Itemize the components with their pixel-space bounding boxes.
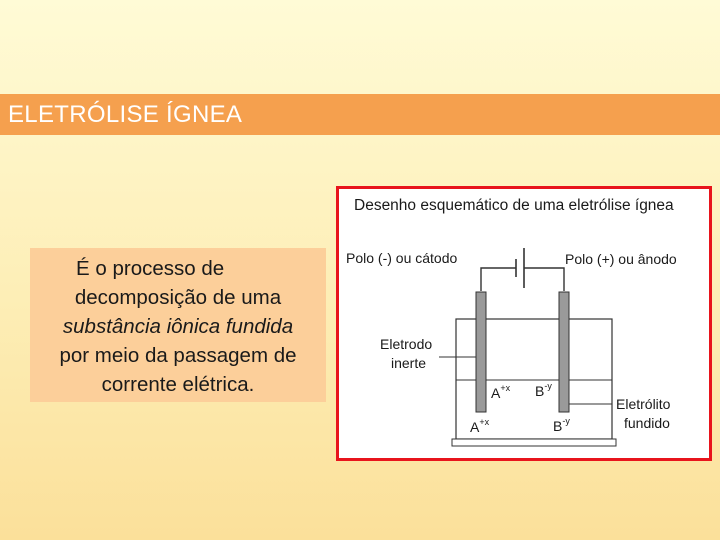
- electrode-label-line-1: Eletrodo: [380, 336, 432, 352]
- definition-text: É o processo de decomposição de uma subs…: [30, 254, 326, 399]
- diagram-caption: Desenho esquemático de uma eletrólise íg…: [354, 197, 674, 214]
- diagram-svg: Desenho esquemático de uma eletrólise íg…: [336, 186, 712, 461]
- battery-circuit: [480, 248, 565, 291]
- title-bar: ELETRÓLISE ÍGNEA: [0, 94, 720, 135]
- definition-line-2: decomposição de uma: [74, 286, 282, 309]
- definition-box: É o processo de decomposição de uma subs…: [30, 248, 326, 402]
- anode-label: Polo (+) ou ânodo: [565, 251, 677, 267]
- wire-cathode: [480, 267, 516, 291]
- anion-lower: B-y: [553, 416, 570, 434]
- electrolysis-diagram: Desenho esquemático de uma eletrólise íg…: [336, 186, 712, 461]
- definition-line-3: substância iônica fundida: [30, 312, 326, 341]
- slide-title: ELETRÓLISE ÍGNEA: [8, 101, 243, 128]
- definition-line-5: corrente elétrica.: [101, 373, 255, 396]
- definition-line-1: É o processo de: [76, 257, 225, 280]
- electrolyte-label-line-2: fundido: [624, 415, 670, 431]
- cathode-label: Polo (-) ou cátodo: [346, 250, 457, 266]
- cation-lower: A+x: [470, 417, 490, 435]
- anode-electrode: [558, 291, 570, 413]
- cell-base: [451, 438, 617, 447]
- anion-upper: B-y: [535, 381, 552, 399]
- electrolyte-label-line-1: Eletrólito: [616, 396, 671, 412]
- cation-upper: A+x: [491, 383, 511, 401]
- electrode-label-line-2: inerte: [391, 355, 426, 371]
- cathode-electrode: [475, 291, 487, 413]
- definition-line-4: por meio da passagem de: [59, 344, 297, 367]
- definition-emphasis: substância iônica fundida: [62, 315, 294, 338]
- wire-anode: [524, 267, 565, 291]
- diagram-frame: [336, 186, 712, 461]
